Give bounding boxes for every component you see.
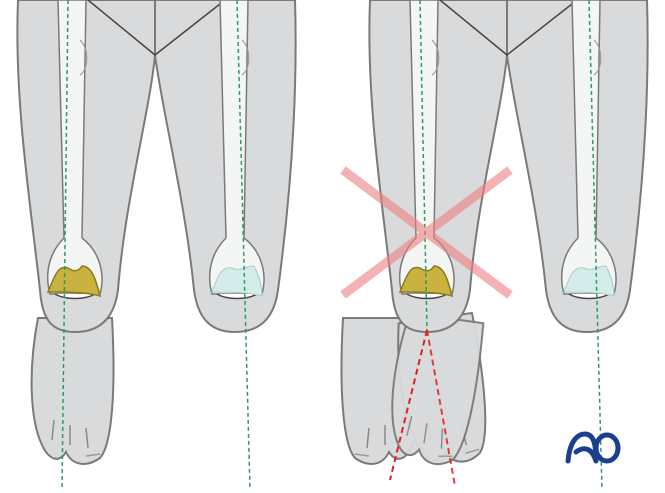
patella-hidden: [211, 265, 263, 297]
patella-hidden: [563, 265, 615, 297]
cross-mark: [340, 166, 513, 299]
rotation-line-right: [426, 329, 456, 487]
figure-correct: [16, 0, 425, 491]
right-axis-line: [588, 0, 603, 491]
left-axis-line: [61, 0, 69, 491]
patella-visible: [46, 265, 102, 298]
crotch-line: [439, 0, 578, 56]
left-foot: [30, 317, 115, 465]
ao-logo: [565, 431, 621, 464]
left-axis-line: [419, 0, 428, 331]
rotation-line-left: [389, 329, 428, 481]
crotch-line: [87, 0, 226, 56]
figure-incorrect: [340, 0, 649, 491]
left-thigh: [16, 0, 156, 334]
right-axis-line: [236, 0, 251, 491]
